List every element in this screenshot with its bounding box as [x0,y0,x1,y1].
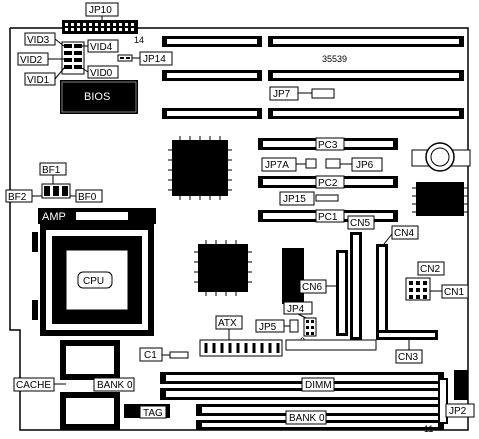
cn4-label-box [391,225,419,240]
bf-jumper-block [41,183,71,199]
dimm-bank0-label: BANK 0 [289,413,325,424]
jp15-label: JP15 [283,194,306,205]
jp7-label: JP7 [273,89,291,100]
jp15-jumper [315,194,339,202]
c1-connector [169,351,189,359]
jp4-area-strip [285,339,377,351]
vid-jumper-block [61,41,85,75]
dimm-label: DIMM [305,380,332,391]
cpu-label-box [77,271,113,289]
vid0-label: VID0 [90,68,113,79]
cache-bank0-label: BANK 0 [97,380,133,391]
jp4-jumper [303,317,317,337]
io-controller [282,248,304,304]
jp15-label-box [279,191,315,206]
vid2-label: VID2 [20,55,43,66]
jp4-label: JP4 [287,304,305,315]
cn1-label: CN1 [444,287,464,298]
tag-label-box [139,405,167,419]
back-panel-connector [454,370,468,400]
cn6-label: CN6 [302,282,322,293]
cn3-label: CN3 [398,352,418,363]
cn2-header [405,277,431,301]
bios-label: BIOS [84,91,110,103]
cache-bank0-label-box [93,377,135,392]
pc3-label-box [315,137,345,151]
vid3-label: VID3 [27,35,50,46]
amp-label: AMP [42,211,66,223]
atx-label: ATX [218,318,237,329]
jp10-label: JP10 [89,5,112,16]
cpu-label: CPU [83,276,104,287]
cn5-label-box [347,215,375,230]
bf0-label: BF0 [78,192,97,203]
cn4-label: CN4 [394,228,414,239]
dimm-bank0-label-box [285,410,327,425]
jp2-label: JP2 [449,406,467,417]
vid4-label: VID4 [90,42,113,53]
jp10-header [62,20,138,34]
tag-label: TAG [143,408,163,419]
jp7-jumper [311,88,335,99]
jp7a-jumper [305,158,317,169]
jp2-label-box [445,403,475,418]
c1-label: C1 [144,350,157,361]
chipset-southbridge [194,240,252,296]
dimm-slots [160,372,444,430]
atx-power-connector [199,339,283,357]
vid1-label: VID1 [27,75,50,86]
super-io-chip [412,182,468,216]
jp6-jumper [325,158,341,169]
bf2-label: BF2 [8,192,27,203]
pc2-label: PC2 [318,178,338,189]
cn3-header [376,330,438,340]
cache-label: CACHE [16,380,51,391]
battery [411,142,471,172]
cn2-label-box [417,261,445,276]
cache-chip-lower [60,392,120,430]
jp5-jumper [289,319,299,333]
chipset-northbridge [168,136,232,200]
jp14-label: JP14 [143,54,166,65]
bf1-label: BF1 [42,165,61,176]
pc1-label-box [315,209,345,223]
jp5-label: JP5 [259,322,277,333]
cn6-header [336,250,348,336]
jp2-header [438,378,448,424]
pc3-label: PC3 [318,140,338,151]
jp10-pin-number: 14 [134,35,144,45]
cn5-label: CN5 [350,218,370,229]
pc2-label-box [315,175,345,189]
jp7a-label: JP7A [265,160,289,171]
cn4-header [376,244,388,340]
cn2-label: CN2 [420,264,440,275]
jp6-label: JP6 [356,160,374,171]
cn5-header [350,232,362,340]
jp2-pin-number: 11 [424,424,433,434]
dimm-label-box [301,377,335,392]
board-number: 35539 [322,54,347,64]
cache-chip-upper [60,340,120,380]
isa-slots [162,36,464,119]
pc1-label: PC1 [318,212,338,223]
